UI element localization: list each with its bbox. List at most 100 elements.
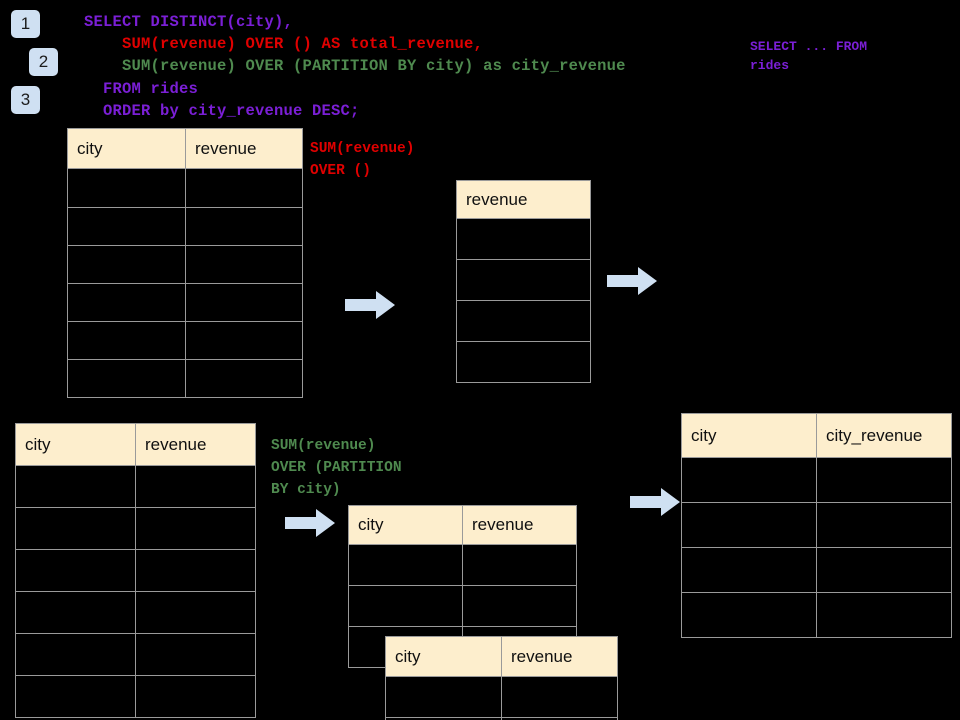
table-total-revenue: revenue <box>456 180 591 383</box>
table-header-row: city revenue <box>67 128 303 169</box>
cell-revenue <box>456 300 591 342</box>
cell-revenue <box>185 359 303 398</box>
cell-revenue <box>135 507 256 550</box>
step-badge-2: 2 <box>29 48 58 76</box>
cell-revenue <box>135 633 256 676</box>
column-header-city: city <box>681 413 817 458</box>
cell-revenue <box>135 465 256 508</box>
table-row <box>15 549 256 592</box>
cell-city-revenue <box>816 547 952 593</box>
cell-city <box>67 321 186 360</box>
cell-revenue <box>185 321 303 360</box>
cell-city <box>15 465 136 508</box>
step-badge-1: 1 <box>11 10 40 38</box>
cell-city <box>15 549 136 592</box>
table-header-row: revenue <box>456 180 591 219</box>
table-row <box>456 218 591 260</box>
cell-city <box>67 245 186 284</box>
table-row <box>15 633 256 676</box>
note-select-from: SELECT ... FROM rides <box>750 39 868 73</box>
table-header-row: city revenue <box>385 636 618 677</box>
table-final-result: city city_revenue <box>681 413 952 638</box>
cell-city-revenue <box>816 457 952 503</box>
table-row <box>67 207 303 246</box>
column-header-revenue: revenue <box>501 636 618 677</box>
column-header-city-revenue: city_revenue <box>816 413 952 458</box>
table-header-row: city revenue <box>348 505 577 545</box>
table-row <box>67 168 303 208</box>
table-row <box>681 592 952 638</box>
cell-city <box>15 591 136 634</box>
table-rides-source-top: city revenue <box>67 128 303 398</box>
note-sum-over-partition: SUM(revenue) OVER (PARTITION BY city) <box>271 438 402 498</box>
cell-city <box>67 283 186 322</box>
sql-line-total-revenue: SUM(revenue) OVER () AS total_revenue, <box>84 35 484 53</box>
table-row <box>67 359 303 398</box>
cell-city <box>681 547 817 593</box>
table-row <box>67 245 303 284</box>
cell-city <box>15 507 136 550</box>
cell-city <box>67 168 186 208</box>
sql-line-select: SELECT DISTINCT(city), <box>84 13 294 31</box>
arrow-partition-to-result <box>630 488 680 516</box>
cell-city <box>348 544 463 586</box>
table-row <box>348 544 577 586</box>
sql-line-order-by: ORDER by city_revenue DESC; <box>84 102 360 120</box>
table-row <box>385 676 618 718</box>
sql-line-from: FROM rides <box>84 80 199 98</box>
note-sum-over-empty: SUM(revenue) OVER () <box>310 141 415 179</box>
cell-revenue <box>185 207 303 246</box>
cell-city <box>681 592 817 638</box>
column-header-revenue: revenue <box>135 423 256 466</box>
table-row <box>456 341 591 383</box>
cell-revenue <box>456 218 591 260</box>
column-header-city: city <box>348 505 463 545</box>
cell-revenue <box>462 544 577 586</box>
cell-city <box>681 502 817 548</box>
column-header-city: city <box>15 423 136 466</box>
sql-line-city-revenue: SUM(revenue) OVER (PARTITION BY city) as… <box>84 57 626 75</box>
column-header-revenue: revenue <box>456 180 591 219</box>
cell-city-revenue <box>816 502 952 548</box>
cell-revenue <box>185 245 303 284</box>
arrow-source-to-total <box>345 291 395 319</box>
cell-revenue <box>185 168 303 208</box>
cell-city <box>385 676 502 718</box>
table-row <box>385 717 618 720</box>
arrow-source-to-partition <box>285 509 335 537</box>
cell-city <box>15 633 136 676</box>
column-header-city: city <box>385 636 502 677</box>
table-row <box>15 465 256 508</box>
cell-city <box>681 457 817 503</box>
table-row <box>681 547 952 593</box>
cell-revenue <box>462 585 577 627</box>
cell-revenue <box>135 591 256 634</box>
table-row <box>15 675 256 718</box>
column-header-revenue: revenue <box>462 505 577 545</box>
table-rides-source-bottom: city revenue <box>15 423 256 718</box>
table-row <box>456 259 591 301</box>
table-row <box>681 502 952 548</box>
cell-revenue <box>135 675 256 718</box>
table-row <box>456 300 591 342</box>
column-header-revenue: revenue <box>185 128 303 169</box>
cell-revenue <box>501 717 618 720</box>
cell-revenue <box>456 259 591 301</box>
cell-city-revenue <box>816 592 952 638</box>
column-header-city: city <box>67 128 186 169</box>
table-row <box>15 507 256 550</box>
cell-city <box>67 207 186 246</box>
cell-revenue <box>456 341 591 383</box>
table-header-row: city city_revenue <box>681 413 952 458</box>
cell-city <box>67 359 186 398</box>
cell-revenue <box>501 676 618 718</box>
table-row <box>348 585 577 627</box>
cell-revenue <box>185 283 303 322</box>
cell-revenue <box>135 549 256 592</box>
step-badge-3: 3 <box>11 86 40 114</box>
table-row <box>681 457 952 503</box>
table-row <box>67 283 303 322</box>
table-row <box>67 321 303 360</box>
arrow-total-to-result <box>607 267 657 295</box>
cell-city <box>15 675 136 718</box>
